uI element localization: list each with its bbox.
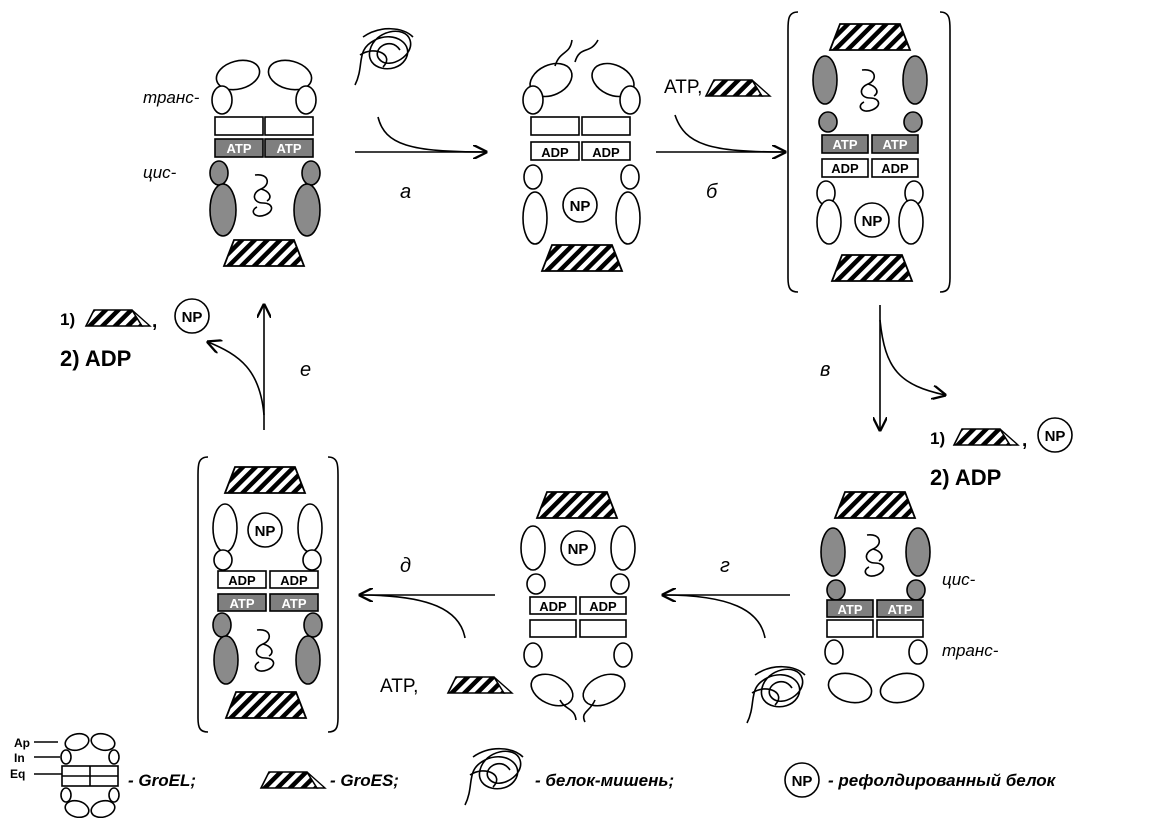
bracket-left — [788, 12, 798, 292]
step-b-label: б — [706, 181, 718, 203]
chaperonin-bottom-left — [213, 467, 322, 718]
release-1-label: 1) — [930, 429, 945, 448]
adp-label: ADP — [280, 573, 308, 588]
groel-legend-icon — [61, 731, 119, 818]
atp-label: ATP — [276, 141, 301, 156]
cis-label: цис- — [942, 570, 976, 589]
adp-label: ADP — [228, 573, 256, 588]
atp-groes-label: ATP, — [664, 77, 702, 98]
bracket-left — [198, 457, 208, 732]
trans-label: транс- — [143, 88, 200, 107]
atp-label: ATP — [229, 596, 254, 611]
bracket-right — [940, 12, 950, 292]
legend-ap-label: Ap — [14, 736, 30, 750]
adp-label: ADP — [881, 161, 909, 176]
adp-label: ADP — [541, 145, 569, 160]
legend: Ap In Eq - GroEL; - GroES; - белок-мишен… — [10, 731, 1057, 818]
np-label: NP — [1045, 428, 1066, 445]
groes-icon — [706, 80, 770, 96]
legend-refolded-label: - рефолдированный белок — [828, 771, 1057, 790]
np-label: NP — [255, 523, 276, 540]
arrow-a — [378, 117, 486, 152]
np-label: NP — [568, 541, 589, 558]
trans-label: транс- — [942, 641, 999, 660]
groes-icon — [954, 429, 1018, 445]
release-2-label: 2) ADP — [60, 346, 131, 371]
chaperonin-initial — [210, 56, 320, 266]
bracket-right — [328, 457, 338, 732]
substrate-protein-icon — [355, 29, 413, 85]
comma-label: , — [1022, 430, 1027, 451]
legend-substrate-label: - белок-мишень; — [535, 771, 674, 790]
groes-icon — [448, 677, 512, 693]
atp-label: ATP — [837, 602, 862, 617]
cis-label: цис- — [143, 163, 177, 182]
arrow-g — [663, 595, 765, 638]
step-e-label: е — [300, 359, 311, 381]
np-label: NP — [862, 213, 883, 230]
adp-label: ADP — [589, 599, 617, 614]
step-g-label: г — [720, 555, 730, 577]
substrate-legend-icon — [465, 749, 523, 805]
legend-groes-label: - GroES; — [330, 771, 399, 790]
atp-label: ATP — [226, 141, 251, 156]
step-d-label: д — [400, 555, 411, 577]
step-a-label: а — [400, 181, 411, 203]
arrow-b — [675, 115, 785, 152]
np-label: NP — [182, 309, 203, 326]
atp-label: ATP — [882, 137, 907, 152]
legend-np-label: NP — [792, 773, 813, 790]
adp-label: ADP — [592, 145, 620, 160]
atp-groes-label: ATP, — [380, 676, 418, 697]
adp-label: ADP — [539, 599, 567, 614]
groes-icon — [86, 310, 150, 326]
atp-label: ATP — [832, 137, 857, 152]
release-2-label: 2) ADP — [930, 465, 1001, 490]
legend-in-label: In — [14, 751, 25, 765]
groes-legend-icon — [261, 772, 325, 788]
atp-label: ATP — [281, 596, 306, 611]
legend-eq-label: Eq — [10, 767, 25, 781]
step-v-label: в — [820, 359, 830, 381]
chaperonin-bottom-middle — [521, 492, 635, 722]
substrate-protein-icon — [747, 667, 805, 723]
legend-groel-label: - GroEL; — [128, 771, 196, 790]
atp-label: ATP — [887, 602, 912, 617]
comma-label: , — [152, 311, 157, 332]
chaperonin-asymmetric-complex — [813, 24, 927, 281]
chaperonin-bottom-right — [821, 492, 930, 707]
adp-label: ADP — [831, 161, 859, 176]
release-1-label: 1) — [60, 310, 75, 329]
arrow-d — [360, 595, 465, 638]
np-label: NP — [570, 198, 591, 215]
